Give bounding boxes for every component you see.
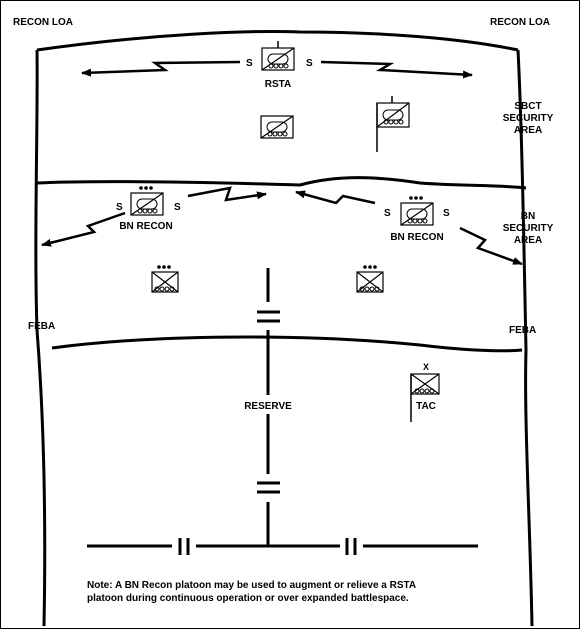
sector-boundaries — [34, 30, 534, 627]
bn-recon-right-s-right: S — [443, 208, 450, 219]
note-line-2: platoon during continuous operation or o… — [87, 593, 409, 604]
bn-recon-right-arrow-left — [295, 190, 376, 205]
bn-recon-left-symbol — [130, 186, 164, 216]
tac-label: TAC — [416, 401, 436, 412]
text-labels: RECON LOA RECON LOA S S RSTA SBCT SECURI… — [13, 17, 554, 604]
left-flank-boundary — [34, 49, 47, 627]
sbct-security-area-label-2: SECURITY — [503, 113, 554, 124]
sbct-security-area-label-1: SBCT — [514, 101, 541, 112]
rsta-label: RSTA — [265, 79, 291, 90]
bn-recon-right-arrow-right — [459, 226, 523, 266]
bn-security-area-label-3: AREA — [514, 235, 542, 246]
tac-echelon-label: X — [423, 362, 429, 372]
sbct-command-post-symbol — [376, 96, 410, 152]
infantry-company-right-symbol — [356, 265, 384, 293]
bn-recon-right-symbol — [400, 196, 434, 226]
rsta-screen-s-right: S — [306, 58, 313, 69]
bn-security-area-label-2: SECURITY — [503, 223, 554, 234]
feba-line — [51, 335, 523, 353]
rsta-screen-arrow-left — [81, 60, 241, 77]
infantry-company-left-symbol — [151, 265, 179, 293]
feba-left-label: FEBA — [28, 321, 55, 332]
bn-recon-right-s-left: S — [384, 208, 391, 219]
tac-command-post-symbol — [410, 373, 440, 422]
bn-recon-left-s-right: S — [174, 202, 181, 213]
bn-recon-left-label: BN RECON — [119, 221, 172, 232]
recon-loa-left-label: RECON LOA — [13, 17, 73, 28]
bn-recon-left-s-left: S — [116, 202, 123, 213]
rsta-screen-s-left: S — [246, 58, 253, 69]
recon-loa-right-label: RECON LOA — [490, 17, 550, 28]
recon-loa-line — [36, 30, 519, 52]
reserve-label: RESERVE — [244, 401, 292, 412]
rsta-support-unit-symbol — [260, 115, 294, 139]
boundary-lines — [87, 268, 478, 555]
note-line-1: Note: A BN Recon platoon may be used to … — [87, 580, 416, 591]
sbct-security-area-label-3: AREA — [514, 125, 542, 136]
bn-recon-right-label: BN RECON — [390, 232, 443, 243]
rsta-screen-arrow-right — [320, 60, 473, 79]
feba-right-label: FEBA — [509, 325, 536, 336]
bn-recon-left-arrow-left — [41, 211, 126, 247]
security-area-phase-line — [36, 176, 527, 190]
bn-recon-left-arrow-right — [187, 186, 267, 202]
screen-arrows — [41, 60, 523, 266]
bn-security-area-label-1: BN — [521, 211, 535, 222]
rsta-unit-symbol — [261, 41, 295, 71]
right-flank-boundary — [516, 49, 534, 627]
